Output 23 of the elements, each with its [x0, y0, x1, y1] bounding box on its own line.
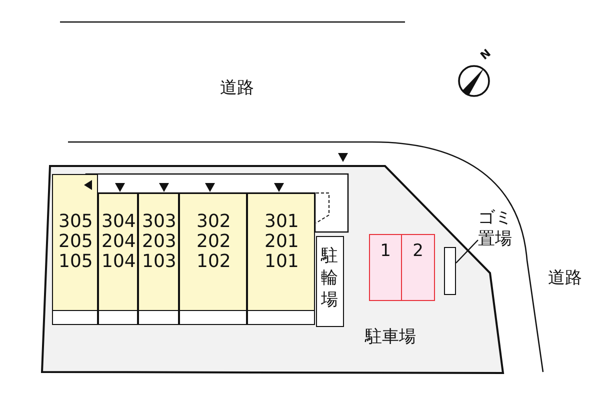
unit-number: 304 204 104 [102, 212, 134, 272]
apartment-unit-block [138, 193, 179, 325]
apartment-unit-block [179, 193, 247, 325]
bicycle-parking-box [316, 236, 344, 327]
area-label: 駐車場 [365, 326, 416, 348]
garbage-area-label: ゴミ置場 [478, 208, 518, 254]
unit-number: 303 203 103 [142, 212, 175, 272]
unit-number: 301 201 101 [264, 212, 298, 272]
apartment-unit-block [247, 193, 315, 325]
road-label: 道路 [548, 267, 582, 289]
parking-space [401, 234, 435, 301]
area-label: 駐輪場 [321, 245, 339, 311]
apartment-unit-block [98, 193, 138, 325]
leader-line [456, 240, 478, 264]
space-number: 2 [412, 241, 424, 261]
unit-number: 305 205 105 [58, 212, 92, 272]
apartment-unit-block [52, 174, 98, 325]
unit-number: 302 202 102 [196, 212, 230, 272]
parking-space [369, 234, 402, 301]
north-mark: N [478, 46, 494, 62]
road-label: 道路 [220, 77, 254, 99]
space-number: 1 [379, 241, 392, 261]
garbage-area-box [444, 247, 456, 295]
